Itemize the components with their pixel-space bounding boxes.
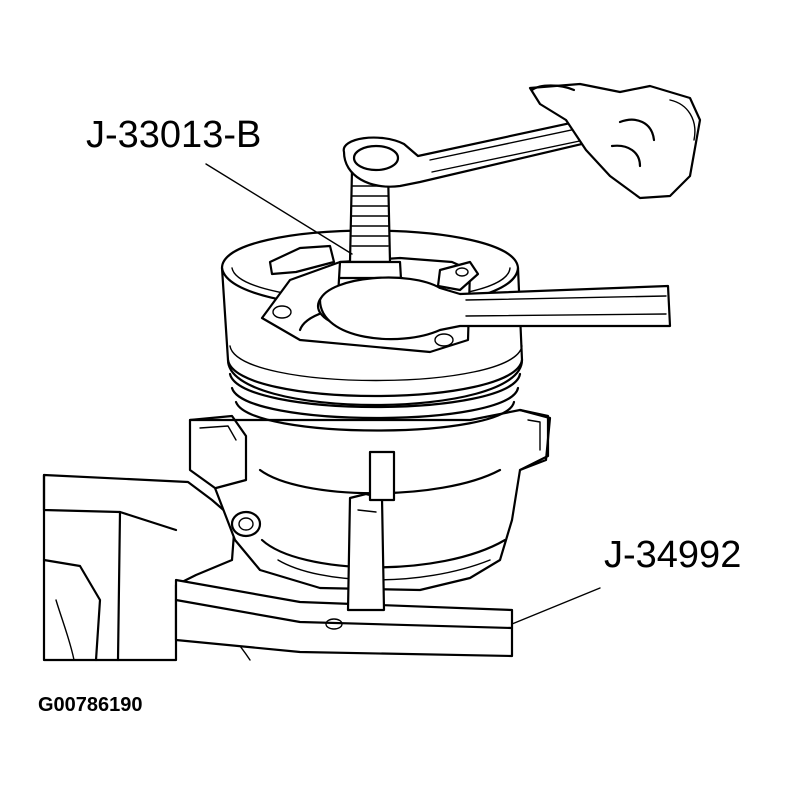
mounting-bracket [42,473,251,662]
figure-id: G00786190 [38,694,143,716]
tool-label-j34992: J-34992 [604,534,742,576]
holding-tool-bar [174,450,514,658]
leader-line-tool-a [205,163,353,255]
hand [528,82,702,200]
tool-label-j33013b: J-33013-B [86,114,262,156]
leader-line-tool-b [511,587,601,625]
leader-lines [205,163,601,625]
lower-wrench [318,276,672,341]
